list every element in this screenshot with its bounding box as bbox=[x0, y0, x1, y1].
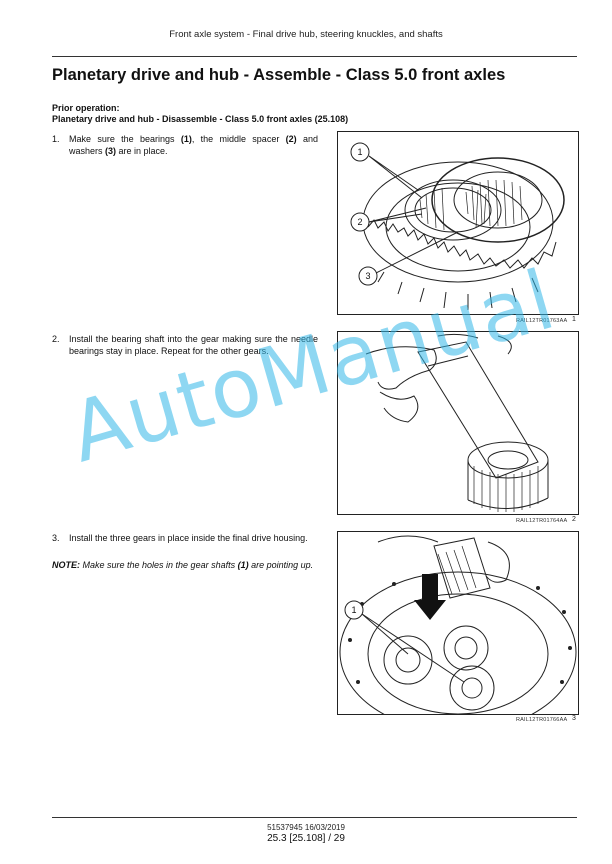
figure-code: RAIL12TR01763AA bbox=[516, 318, 568, 324]
figure-3-gears-housing: 1 bbox=[337, 531, 579, 715]
figure-number: 2 bbox=[572, 516, 576, 523]
down-arrow-icon bbox=[414, 574, 446, 620]
gears-in-housing-illustration: 1 bbox=[339, 535, 577, 714]
header-rule bbox=[52, 56, 577, 57]
callout-2: 2 bbox=[357, 217, 362, 227]
callout-1: 1 bbox=[351, 605, 356, 615]
page-title: Planetary drive and hub - Assemble - Cla… bbox=[52, 66, 506, 84]
figure-number: 1 bbox=[572, 316, 576, 323]
figure-number: 3 bbox=[572, 715, 576, 722]
step-3: 3. Install the three gears in place insi… bbox=[52, 532, 318, 544]
running-header: Front axle system - Final drive hub, ste… bbox=[169, 29, 443, 40]
step-text: Install the three gears in place inside … bbox=[69, 533, 308, 543]
step-1: 1. Make sure the bearings (1), the middl… bbox=[52, 133, 318, 157]
footer-rule bbox=[52, 817, 577, 818]
footer-page-number: 25.3 [25.108] / 29 bbox=[267, 833, 345, 844]
figure-1-bearings: 1 2 3 bbox=[337, 131, 579, 315]
gear-bearing-illustration: 1 2 3 bbox=[350, 142, 565, 310]
figure-code: RAIL12TR01764AA bbox=[516, 518, 568, 524]
prior-operation-link[interactable]: Planetary drive and hub - Disassemble - … bbox=[52, 114, 349, 124]
step-text: Install the bearing shaft into the gear … bbox=[69, 334, 318, 356]
shaft-into-gear-illustration bbox=[365, 333, 549, 512]
figure-code: RAIL12TR01766AA bbox=[516, 717, 568, 723]
step-number: 3. bbox=[52, 533, 60, 543]
step-number: 1. bbox=[52, 134, 60, 144]
callout-3: 3 bbox=[365, 271, 370, 281]
step-text: Make sure the bearings (1), the middle s… bbox=[69, 134, 318, 156]
prior-operation-label: Prior operation: bbox=[52, 103, 120, 113]
callout-1: 1 bbox=[357, 147, 362, 157]
footer-document-code: 51537945 16/03/2019 bbox=[267, 823, 345, 832]
figure-2-bearing-shaft bbox=[337, 331, 579, 515]
step-2: 2. Install the bearing shaft into the ge… bbox=[52, 333, 318, 357]
step-number: 2. bbox=[52, 334, 60, 344]
note: NOTE: Make sure the holes in the gear sh… bbox=[52, 560, 314, 570]
